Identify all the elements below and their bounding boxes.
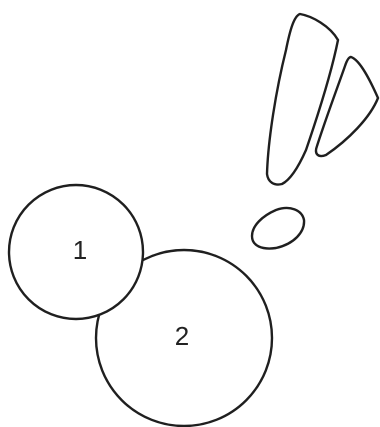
pebble-shape: [252, 208, 304, 248]
circle-2-label: 2: [175, 321, 189, 351]
large-wedge-shape: [267, 14, 338, 185]
circle-1-label: 1: [73, 235, 87, 265]
circle-1: 1: [9, 185, 143, 319]
